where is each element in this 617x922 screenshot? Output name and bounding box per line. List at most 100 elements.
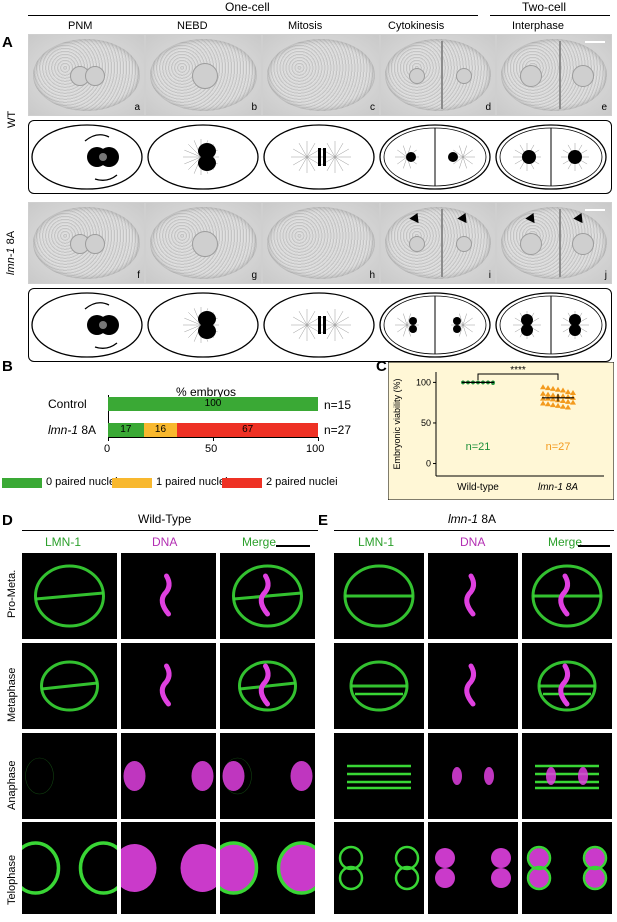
sublabel-i: i	[488, 270, 491, 281]
fluor-image	[220, 841, 315, 895]
embryo-texture	[385, 207, 491, 279]
data-point	[550, 385, 556, 391]
wt-diagram-box	[28, 120, 612, 194]
panel-e-title: lmn-1 8A	[448, 512, 497, 526]
wt-micrograph-e: e	[496, 34, 612, 116]
wt-row-label: WT	[6, 110, 18, 128]
fluor-image	[531, 564, 603, 628]
data-point	[550, 402, 556, 408]
data-point	[565, 389, 571, 395]
significance-stars: ****	[510, 365, 526, 376]
bar-value-label: 17	[120, 424, 132, 435]
scale-bar	[585, 209, 605, 211]
fluor-image	[537, 660, 597, 712]
control-label: Control	[48, 397, 87, 411]
mut-micrograph-i: i	[380, 202, 496, 284]
fluor-gridD-r1-c2	[220, 643, 315, 729]
y-tick-label: 50	[421, 418, 431, 428]
fluor-gridE-r1-c1	[428, 643, 518, 729]
e-scale-bar	[578, 545, 610, 547]
sublabel-g: g	[251, 270, 257, 281]
fluor-gridE-r2-c0	[334, 733, 424, 819]
fluor-image	[40, 660, 99, 712]
fluor-gridD-r0-c1	[121, 553, 216, 639]
fluor-image	[338, 845, 420, 891]
mutant-label: lmn-1 8A	[48, 423, 97, 437]
fluor-gridD-r2-c1	[121, 733, 216, 819]
embryo-diagram-0	[31, 124, 143, 190]
fluor-gridD-r0-c0	[22, 553, 117, 639]
data-point	[560, 393, 566, 399]
one-cell-bracket	[28, 15, 478, 16]
embryo-diagram-4	[495, 292, 607, 358]
d-col-lmn1: LMN-1	[45, 535, 82, 549]
sublabel-h: h	[369, 270, 375, 281]
sublabel-d: d	[485, 102, 491, 113]
mutant-n: n=27	[324, 423, 352, 437]
stage-cytokinesis: Cytokinesis	[388, 20, 445, 32]
panel-d-title: Wild-Type	[138, 512, 192, 526]
nucleus	[456, 236, 472, 252]
fluor-gridD-r2-c2	[220, 733, 315, 819]
embryo-diagram-3	[379, 124, 491, 190]
wt-micrograph-c: c	[262, 34, 380, 116]
fluor-image	[349, 660, 409, 712]
nucleus	[456, 68, 472, 84]
row-telophase: Telophase	[6, 854, 18, 905]
fluor-gridE-r2-c2	[522, 733, 612, 819]
data-point	[560, 387, 566, 393]
legend-label-1: 1 paired nuclei	[156, 476, 228, 488]
panel-a-letter: A	[2, 34, 13, 51]
bar-segment-1-1: 16	[143, 423, 178, 437]
legend-label-2: 2 paired nuclei	[266, 476, 338, 488]
fluor-gridD-r0-c2	[220, 553, 315, 639]
panel-e-letter: E	[318, 512, 329, 529]
nucleus	[520, 65, 542, 87]
embryo-texture	[385, 39, 491, 111]
stage-interphase: Interphase	[512, 20, 564, 32]
data-point	[545, 401, 551, 407]
data-point	[545, 385, 551, 391]
d-col-merge: Merge	[242, 535, 277, 549]
d-col-dna: DNA	[152, 535, 178, 549]
fluor-gridE-r0-c0	[334, 553, 424, 639]
d-scale-bar	[276, 545, 310, 547]
embryo-diagram-4	[495, 124, 607, 190]
scale-bar	[585, 41, 605, 43]
fluor-image	[121, 844, 216, 892]
fluor-gridE-r3-c1	[428, 822, 518, 914]
sublabel-e: e	[601, 102, 607, 113]
data-point	[560, 398, 566, 404]
wt-micrograph-b: b	[145, 34, 262, 116]
fluor-image	[34, 564, 105, 628]
one-cell-header: One-cell	[225, 0, 270, 14]
fluor-gridE-r2-c1	[428, 733, 518, 819]
y-tick-label: 100	[416, 377, 431, 387]
mut-micrograph-g: g	[145, 202, 262, 284]
fluor-image	[22, 841, 117, 895]
mut-micrograph-j: j	[496, 202, 612, 284]
e-col-dna: DNA	[460, 535, 486, 549]
bar-tick	[213, 437, 214, 441]
cleavage-furrow	[441, 209, 443, 277]
bar-value-label: 67	[242, 424, 254, 435]
e-col-lmn1: LMN-1	[358, 535, 395, 549]
data-point	[540, 400, 546, 406]
nucleus	[520, 233, 542, 255]
row-pro-meta: Pro-Meta.	[6, 569, 18, 618]
mut-diagram-box	[28, 288, 612, 362]
fluor-gridD-r2-c0	[22, 733, 117, 819]
embryo-diagram-1	[147, 124, 259, 190]
two-cell-bracket	[490, 15, 610, 16]
fluor-gridD-r1-c0	[22, 643, 117, 729]
n-label: n=27	[546, 441, 571, 453]
embryo-texture	[267, 207, 375, 279]
fluor-image	[452, 767, 494, 785]
embryo-texture	[267, 39, 375, 111]
mut-micrograph-h: h	[262, 202, 380, 284]
nucleus	[409, 236, 425, 252]
bar-value-label: 16	[154, 424, 167, 435]
mut-micrograph-f: f	[28, 202, 145, 284]
tick-0: 0	[104, 443, 111, 455]
